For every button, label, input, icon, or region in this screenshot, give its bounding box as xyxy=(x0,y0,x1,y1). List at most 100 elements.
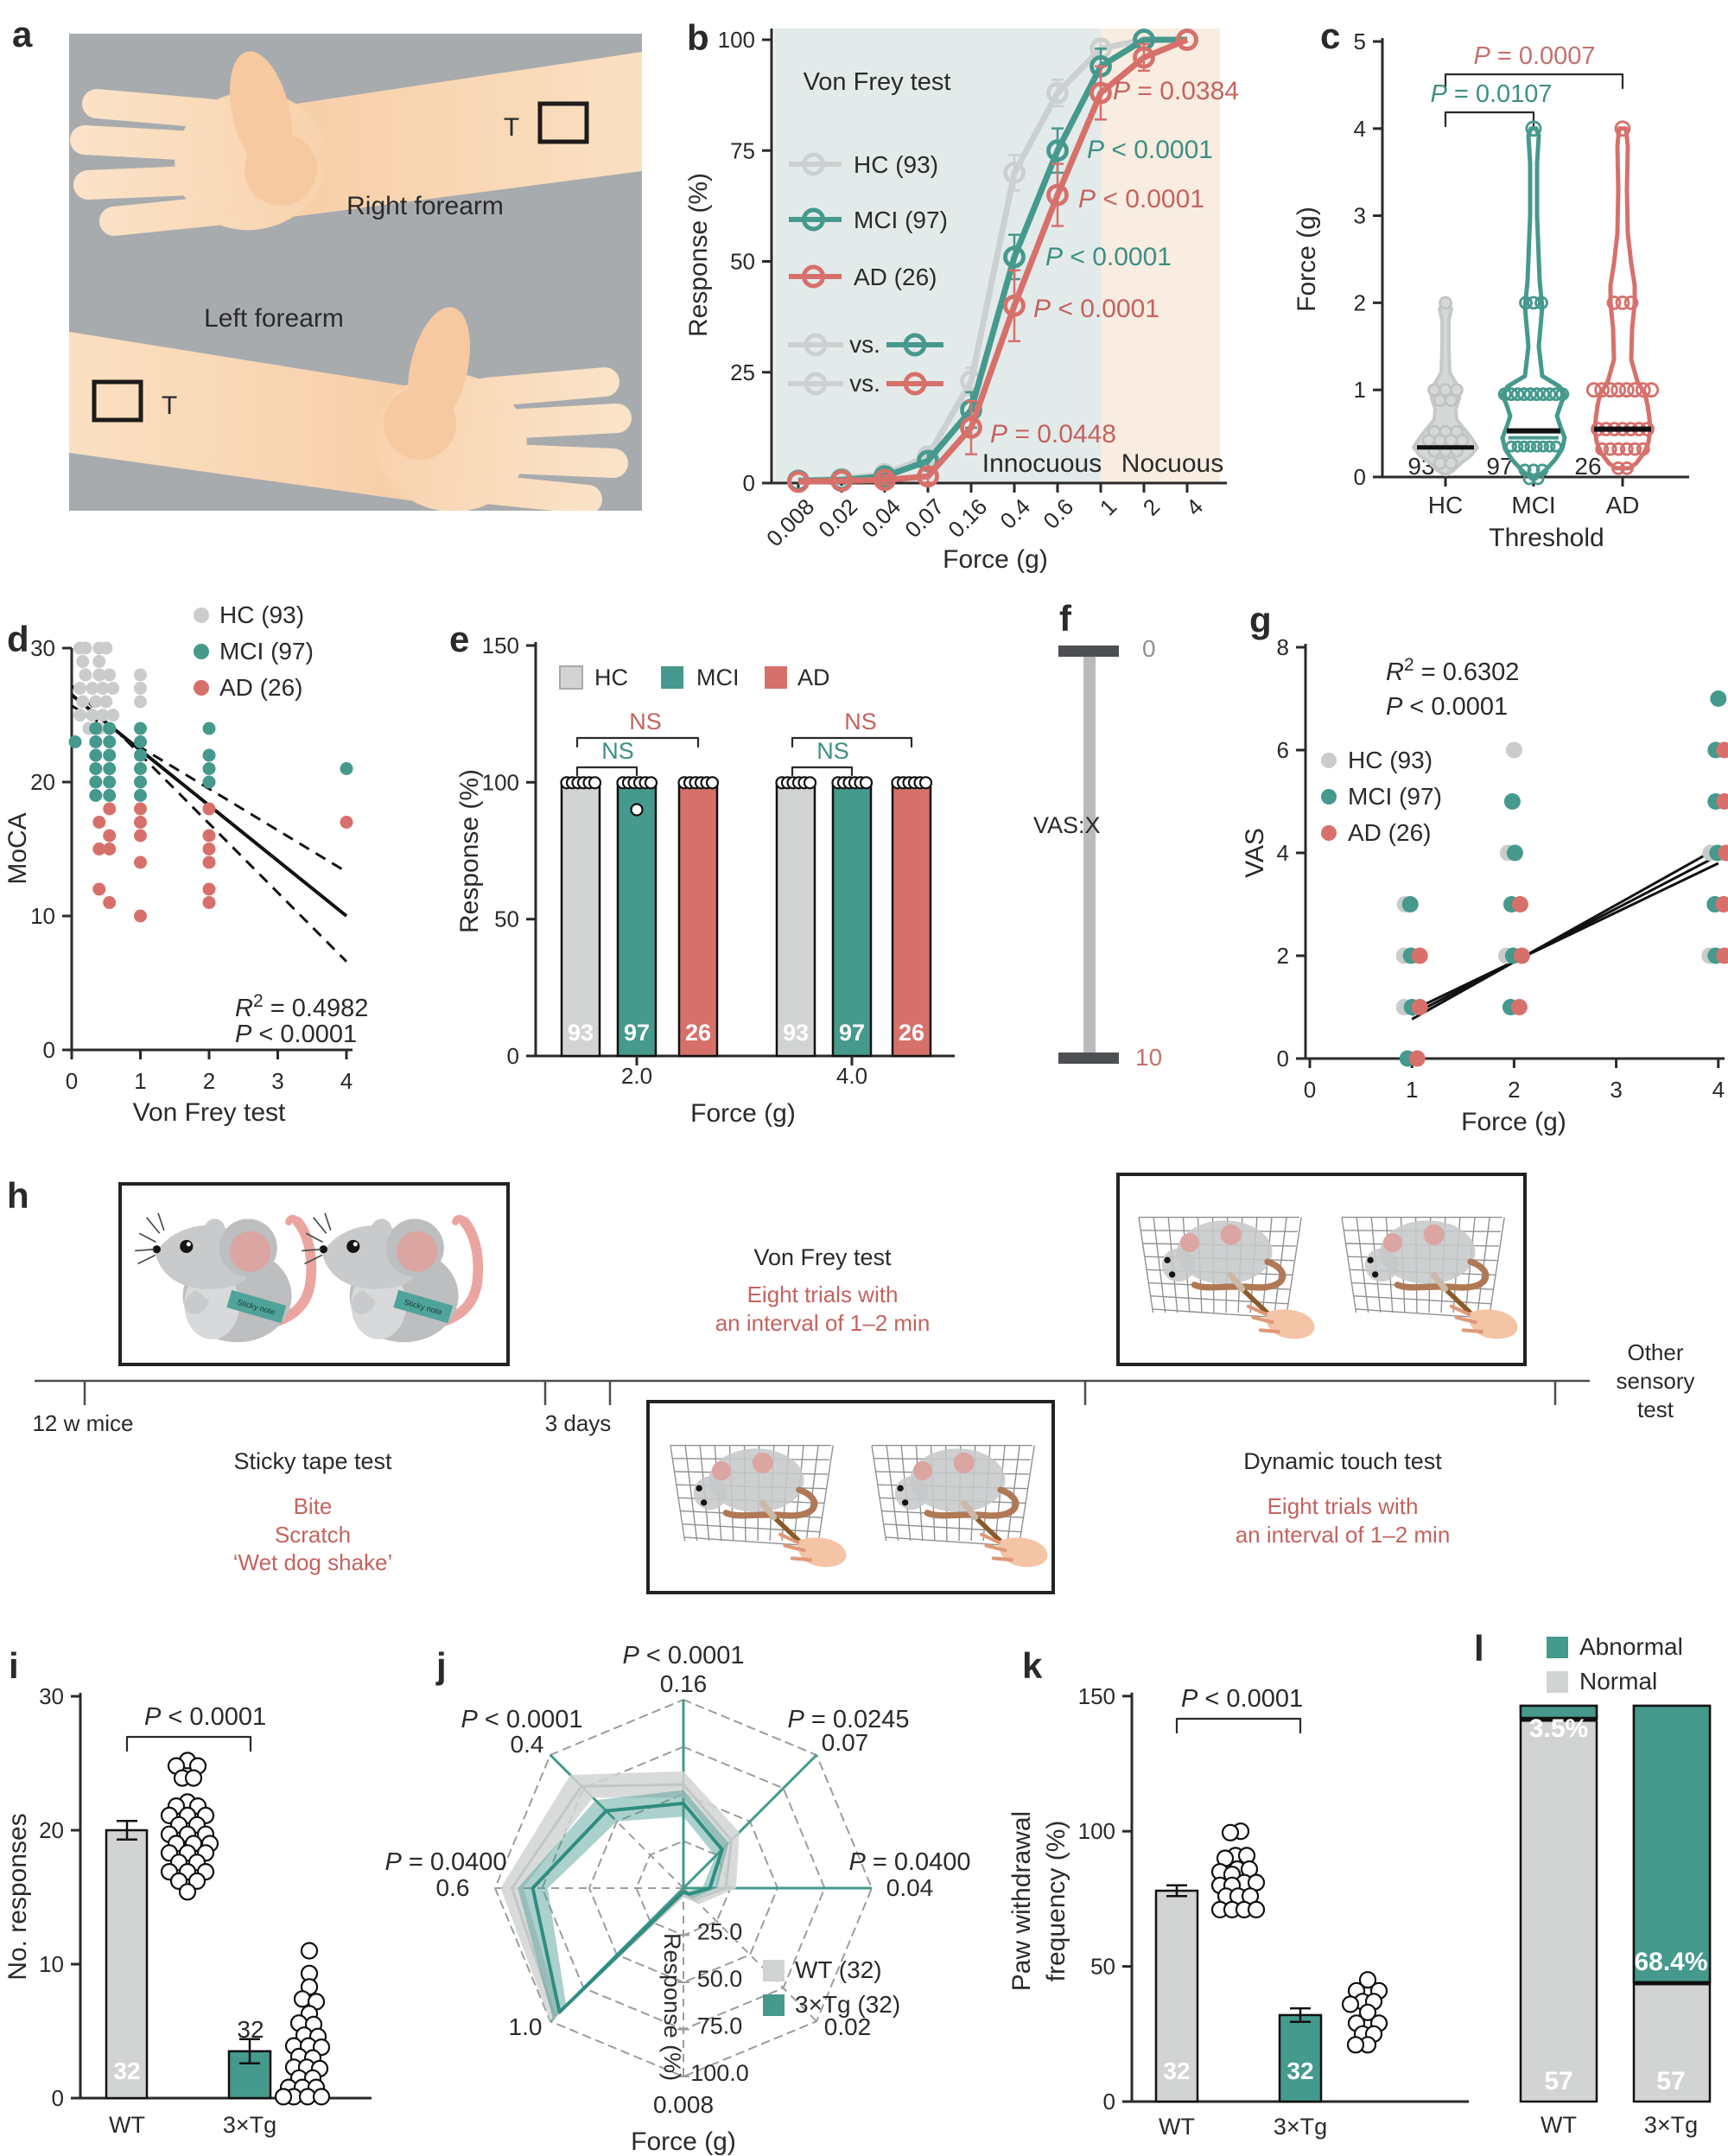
svg-text:50.0: 50.0 xyxy=(697,1966,743,1992)
svg-text:k: k xyxy=(1022,1645,1043,1686)
svg-text:0: 0 xyxy=(1103,2089,1115,2115)
svg-text:P = 0.0400: P = 0.0400 xyxy=(848,1848,970,1876)
svg-text:Abnormal: Abnormal xyxy=(1579,1633,1683,1660)
svg-text:Bite: Bite xyxy=(294,1493,333,1519)
svg-text:0.02: 0.02 xyxy=(824,2013,872,2040)
svg-text:NS: NS xyxy=(844,709,877,735)
svg-text:NS: NS xyxy=(629,709,662,735)
svg-text:WT: WT xyxy=(109,2112,145,2138)
svg-text:100: 100 xyxy=(482,769,519,795)
svg-text:30: 30 xyxy=(30,635,55,661)
svg-text:test: test xyxy=(1637,1396,1674,1422)
svg-text:Eight trials with: Eight trials with xyxy=(747,1282,899,1307)
svg-text:‘Wet dog shake’: ‘Wet dog shake’ xyxy=(233,1549,393,1575)
svg-text:57: 57 xyxy=(1544,2067,1572,2096)
svg-text:P < 0.0001: P < 0.0001 xyxy=(144,1703,266,1731)
svg-text:Von Frey test: Von Frey test xyxy=(133,1098,286,1127)
svg-text:26: 26 xyxy=(1574,453,1601,480)
svg-text:0: 0 xyxy=(66,1068,78,1094)
svg-text:3: 3 xyxy=(1610,1077,1622,1103)
svg-text:a: a xyxy=(12,14,33,54)
svg-text:P = 0.0384: P = 0.0384 xyxy=(1113,77,1239,105)
svg-text:Nocuous: Nocuous xyxy=(1121,449,1223,478)
svg-text:vs.: vs. xyxy=(849,370,880,397)
svg-text:3: 3 xyxy=(1354,203,1366,229)
svg-text:h: h xyxy=(7,1175,29,1216)
svg-text:Normal: Normal xyxy=(1579,1668,1657,1695)
svg-text:d: d xyxy=(7,619,29,659)
svg-text:0: 0 xyxy=(1304,1077,1316,1103)
svg-text:50: 50 xyxy=(494,906,519,932)
svg-text:NS: NS xyxy=(601,738,634,764)
svg-text:20: 20 xyxy=(39,1817,64,1843)
svg-text:4: 4 xyxy=(1712,1077,1725,1103)
svg-text:0.07: 0.07 xyxy=(822,1729,869,1756)
svg-text:an interval of 1–2 min: an interval of 1–2 min xyxy=(715,1310,931,1336)
svg-text:3: 3 xyxy=(271,1068,283,1094)
svg-text:Scratch: Scratch xyxy=(275,1522,351,1548)
svg-text:c: c xyxy=(1320,16,1340,56)
svg-text:50: 50 xyxy=(1090,1954,1115,1980)
svg-text:32: 32 xyxy=(113,2057,140,2084)
svg-text:Threshold: Threshold xyxy=(1489,524,1604,552)
svg-text:32: 32 xyxy=(1286,2057,1313,2084)
svg-text:0.16: 0.16 xyxy=(660,1670,708,1697)
svg-text:P < 0.0001: P < 0.0001 xyxy=(1045,243,1172,271)
svg-text:g: g xyxy=(1249,600,1272,640)
svg-text:4: 4 xyxy=(340,1068,353,1094)
svg-text:26: 26 xyxy=(685,1020,711,1046)
svg-text:8: 8 xyxy=(1277,634,1289,660)
svg-text:j: j xyxy=(435,1645,447,1686)
svg-text:P < 0.0001: P < 0.0001 xyxy=(1087,136,1213,164)
svg-text:0.16: 0.16 xyxy=(943,493,992,543)
svg-text:Dynamic touch test: Dynamic touch test xyxy=(1243,1448,1442,1474)
svg-text:0: 0 xyxy=(743,470,755,496)
svg-text:AD (26): AD (26) xyxy=(854,264,937,290)
svg-text:P < 0.0001: P < 0.0001 xyxy=(1386,693,1508,721)
svg-text:Left forearm: Left forearm xyxy=(204,304,344,333)
svg-text:No. responses: No. responses xyxy=(3,1813,32,1980)
svg-text:3×Tg: 3×Tg xyxy=(223,2112,276,2138)
svg-text:93: 93 xyxy=(568,1020,594,1046)
svg-text:150: 150 xyxy=(482,633,519,658)
svg-text:Innocuous: Innocuous xyxy=(982,449,1102,478)
svg-text:P = 0.0448: P = 0.0448 xyxy=(990,420,1116,448)
svg-text:0.008: 0.008 xyxy=(653,2091,714,2118)
svg-text:WT: WT xyxy=(1159,2114,1195,2140)
svg-text:P < 0.0001: P < 0.0001 xyxy=(235,1021,357,1048)
svg-text:Force (g): Force (g) xyxy=(1293,207,1321,312)
svg-text:4: 4 xyxy=(1181,493,1208,520)
svg-text:0: 0 xyxy=(1277,1046,1289,1072)
svg-text:50: 50 xyxy=(730,249,755,275)
svg-text:0.07: 0.07 xyxy=(899,493,949,543)
svg-text:P = 0.0245: P = 0.0245 xyxy=(787,1706,909,1733)
svg-text:2: 2 xyxy=(203,1068,215,1094)
svg-text:0: 0 xyxy=(1354,464,1366,490)
svg-text:57: 57 xyxy=(1656,2067,1685,2096)
svg-text:MCI: MCI xyxy=(1511,492,1555,518)
svg-text:Force (g): Force (g) xyxy=(631,2127,736,2156)
svg-text:P < 0.0001: P < 0.0001 xyxy=(1181,1685,1303,1713)
svg-text:25.0: 25.0 xyxy=(697,1919,743,1945)
svg-text:WT (32): WT (32) xyxy=(795,1956,882,1983)
svg-text:93: 93 xyxy=(783,1020,809,1046)
svg-text:1: 1 xyxy=(1095,493,1121,520)
svg-text:Other: Other xyxy=(1627,1339,1683,1365)
svg-text:2.0: 2.0 xyxy=(621,1063,652,1089)
svg-text:R2 = 0.6302: R2 = 0.6302 xyxy=(1386,655,1519,687)
svg-text:frequency (%): frequency (%) xyxy=(1042,1821,1070,1982)
svg-text:10: 10 xyxy=(1135,1044,1162,1071)
svg-text:T: T xyxy=(162,391,177,420)
svg-text:0.02: 0.02 xyxy=(813,493,862,543)
svg-text:Force (g): Force (g) xyxy=(1461,1108,1566,1136)
svg-text:26: 26 xyxy=(899,1020,924,1046)
svg-text:P = 0.0007: P = 0.0007 xyxy=(1473,42,1595,70)
svg-text:75.0: 75.0 xyxy=(697,2013,743,2039)
svg-text:150: 150 xyxy=(1078,1683,1115,1709)
svg-text:3×Tg: 3×Tg xyxy=(1644,2112,1698,2138)
svg-text:R2 = 0.4982: R2 = 0.4982 xyxy=(235,991,368,1023)
svg-text:0.4: 0.4 xyxy=(511,1731,544,1758)
svg-text:MCI (97): MCI (97) xyxy=(1348,783,1442,810)
svg-text:0.04: 0.04 xyxy=(856,493,905,543)
svg-text:0: 0 xyxy=(507,1043,519,1069)
